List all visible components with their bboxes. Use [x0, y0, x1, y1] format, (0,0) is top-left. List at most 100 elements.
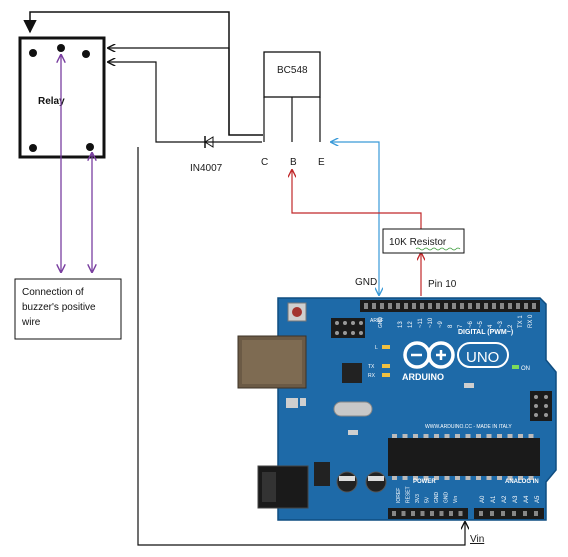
wire-relay-top — [23, 11, 263, 136]
usb-chip — [342, 363, 362, 383]
icsp-header-right — [530, 391, 552, 421]
model-label: UNO — [466, 349, 499, 366]
gnd-label: GND — [355, 277, 377, 288]
digital-pin-hole — [484, 303, 488, 309]
wire-relay-coil-upper — [108, 48, 230, 135]
digital-pin-hole — [364, 303, 368, 309]
digital-pin-label: ~6 — [468, 320, 474, 328]
analog-pin-label: A5 — [535, 495, 541, 503]
on-label: ON — [521, 366, 530, 372]
chip-pin — [434, 476, 439, 480]
analog-pin-label: A2 — [502, 495, 508, 503]
power-pin-hole — [411, 511, 415, 516]
digital-pin-hole — [420, 303, 424, 309]
power-pin-hole — [458, 511, 463, 516]
power-pin-hole — [420, 511, 425, 516]
analog-header-label: ANALOG IN — [505, 479, 539, 485]
led-l-label: L — [375, 345, 378, 351]
digital-pin-hole — [404, 303, 408, 309]
wire-diode — [108, 62, 262, 143]
chip-pin — [413, 476, 418, 480]
chip-pin — [434, 434, 439, 438]
chip-pin — [507, 476, 513, 480]
digital-pin-label: RX 0 — [528, 314, 534, 328]
digital-pin-hole — [444, 303, 448, 309]
power-pin-hole — [439, 511, 444, 516]
chip-pin — [455, 476, 460, 480]
analog-pin-hole — [490, 511, 494, 516]
chip-pin — [518, 476, 523, 480]
transistor-label: BC548 — [277, 65, 308, 76]
digital-pin-hole — [396, 303, 400, 309]
gnd-pin-label: GND — [378, 317, 384, 329]
digital-pin-hole — [380, 303, 384, 309]
digital-pin-hole — [476, 303, 480, 309]
digital-pin-hole — [532, 303, 536, 309]
buzzer-note-line3: wire — [22, 317, 41, 328]
power-pin-hole — [392, 511, 396, 516]
digital-pin-label: 8 — [448, 324, 454, 328]
digital-pin-hole — [388, 303, 392, 309]
digital-pin-hole — [436, 303, 440, 309]
chip-pin — [486, 476, 492, 480]
diode-symbol — [204, 136, 214, 148]
power-pin-hole — [449, 511, 453, 516]
chip-pin — [528, 476, 534, 480]
chip-pin — [476, 434, 481, 438]
chip-pin — [497, 476, 502, 480]
digital-pin-hole — [452, 303, 456, 309]
power-header-label: POWER — [413, 479, 436, 485]
digital-pin-hole — [524, 303, 528, 309]
digital-pin-label: ~10 — [428, 317, 434, 328]
digital-pin-hole — [508, 303, 512, 309]
website-label: WWW.ARDUINO.CC - MADE IN ITALY — [425, 424, 512, 430]
chip-pin — [402, 476, 408, 480]
relay-label: Relay — [38, 96, 65, 107]
digital-pin-hole — [492, 303, 496, 309]
tx-label: TX — [368, 364, 375, 370]
relay: Relay — [18, 36, 106, 159]
analog-pin-label: A4 — [524, 495, 530, 503]
chip-pin — [476, 476, 481, 480]
buzzer-note-box — [14, 278, 122, 340]
digital-pin-label: ~11 — [418, 318, 424, 328]
wire-base — [292, 170, 422, 229]
digital-header — [360, 300, 540, 312]
atmega-chip — [388, 438, 540, 476]
resistor-spellcheck-squiggle — [415, 247, 461, 251]
chip-pin — [392, 476, 397, 480]
analog-pin-label: A0 — [480, 495, 486, 503]
chip-pin — [402, 434, 408, 438]
digital-pin-label: ~9 — [438, 320, 444, 328]
aref-label: AREF — [370, 318, 383, 324]
chip-pin — [423, 434, 429, 438]
analog-pin-hole — [523, 511, 527, 516]
arduino-wordmark: ARDUINO — [402, 372, 444, 382]
transistor-pin-e: E — [318, 157, 325, 168]
chip-pin — [392, 434, 397, 438]
power-pin-label: GND — [444, 492, 450, 504]
chip-pin — [413, 434, 418, 438]
buzzer-note: Connection of buzzer's positive wire — [22, 285, 96, 330]
chip-pin — [444, 434, 450, 438]
diode-label: IN4007 — [190, 163, 223, 174]
power-pin-label: Vin — [453, 496, 459, 503]
analog-pin-hole — [501, 511, 505, 516]
digital-pin-hole — [516, 303, 520, 309]
rx-label: RX — [368, 373, 376, 379]
digital-pin-hole — [428, 303, 432, 309]
transistor-pin-c: C — [261, 157, 268, 168]
power-header — [388, 508, 468, 519]
chip-pin — [507, 434, 513, 438]
crystal — [333, 401, 373, 417]
digital-pin-label: ~3 — [498, 320, 504, 328]
digital-pin-hole — [500, 303, 504, 309]
chip-pin — [465, 434, 471, 438]
reset-button — [292, 307, 302, 317]
power-pin-hole — [430, 511, 434, 516]
digital-pin-hole — [412, 303, 416, 309]
digital-pin-hole — [460, 303, 464, 309]
arduino-logo — [403, 341, 509, 369]
